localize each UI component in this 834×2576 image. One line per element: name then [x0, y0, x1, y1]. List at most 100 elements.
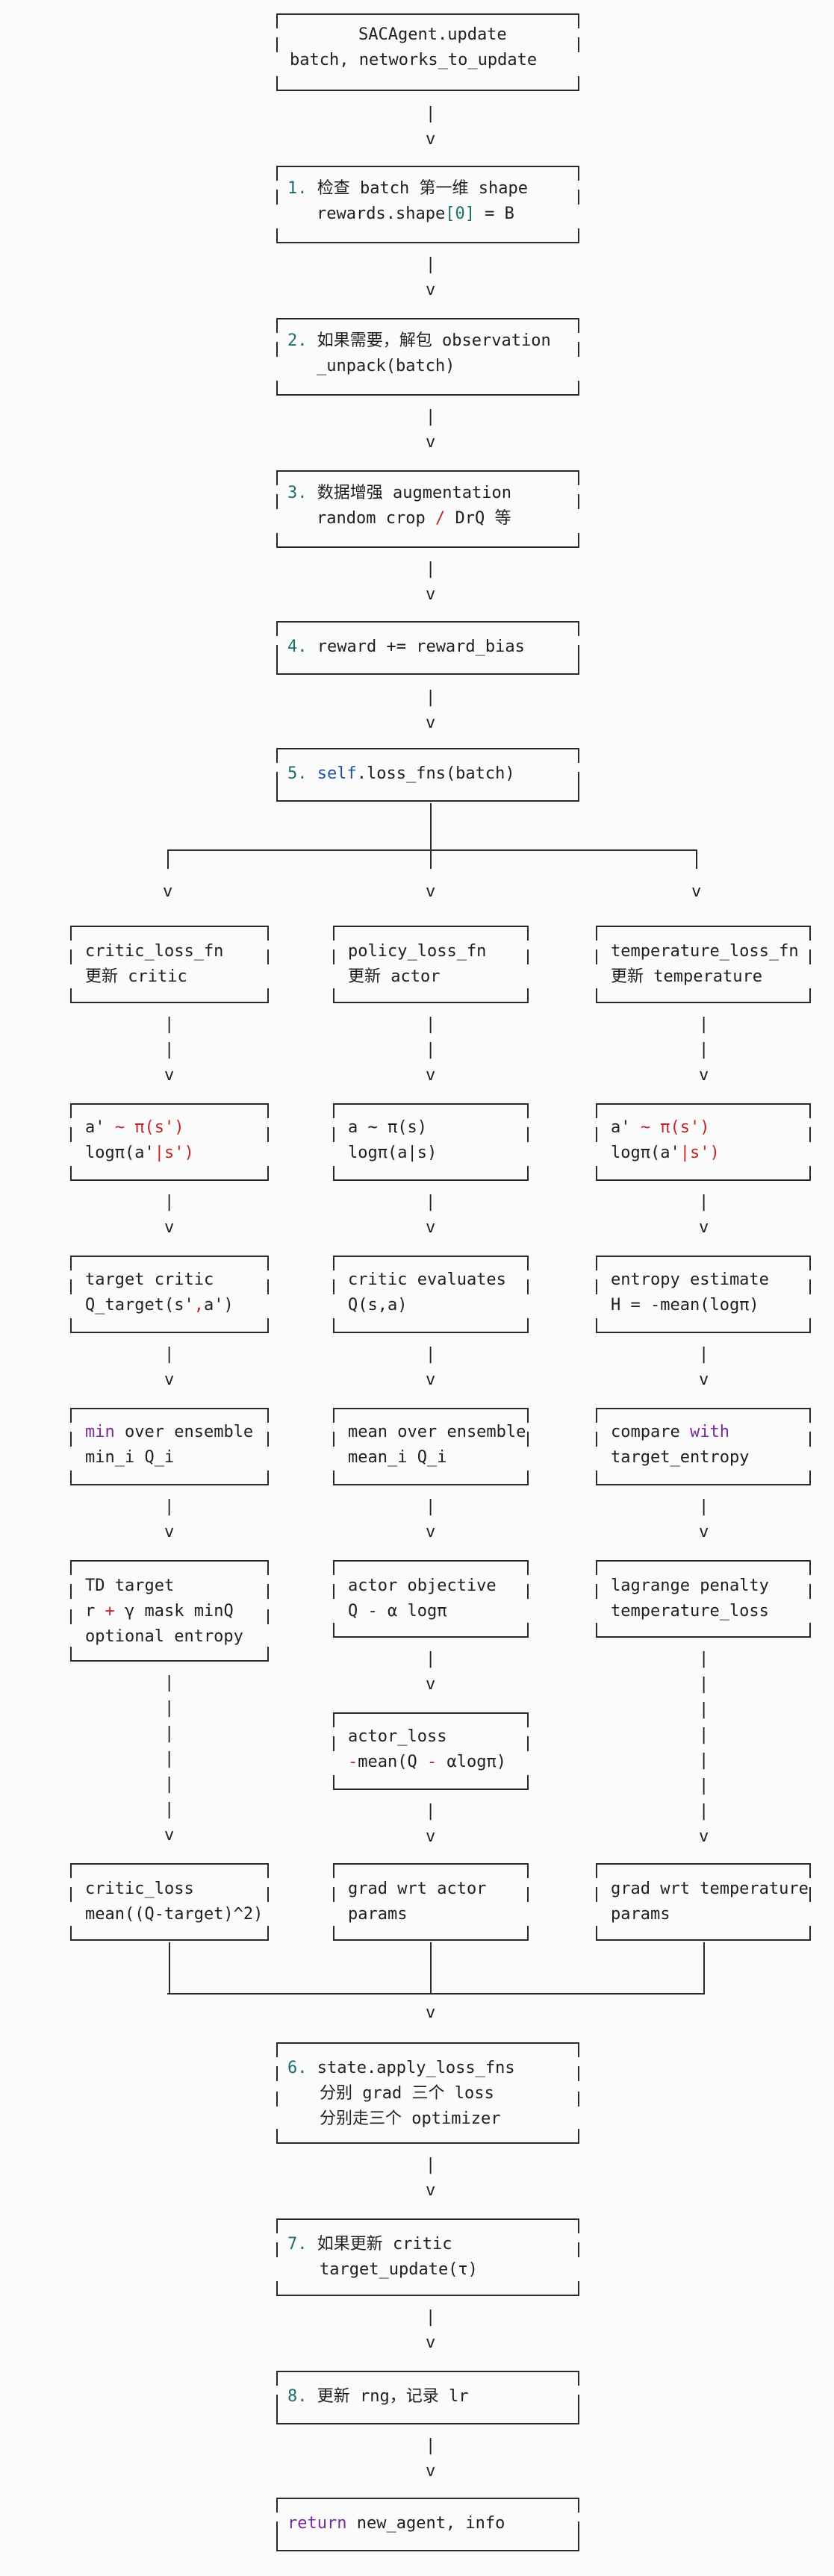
text-span: 第一维 [419, 179, 469, 198]
connector-1-bar: | [426, 255, 436, 274]
box-edge [596, 1256, 811, 1257]
box-edge [70, 1127, 72, 1142]
box-edge [276, 2042, 278, 2057]
box-edge [809, 1623, 811, 1638]
box-edge [333, 1636, 529, 1638]
box-edge [276, 2423, 579, 2424]
policy-mean-2: mean_i Q_i [348, 1445, 446, 1471]
box-edge [527, 1560, 529, 1575]
box-edge [596, 1256, 597, 1270]
box-edge [527, 1736, 529, 1751]
box-edge [596, 926, 597, 941]
box-edge [809, 1318, 811, 1333]
text-span: _unpack(batch) [317, 357, 455, 375]
policy-connector-5-arrow: v [426, 1675, 436, 1694]
box-edge [267, 1256, 269, 1270]
text-span: logπ(a' [85, 1144, 155, 1162]
box-edge [578, 748, 579, 763]
box-edge [527, 1471, 529, 1485]
text-span [308, 484, 317, 502]
text-span: 三个 [411, 2084, 445, 2103]
policy-connector-2-bar: | [426, 1193, 436, 1211]
box-edge [596, 1179, 811, 1181]
box-edge [596, 1408, 597, 1423]
policy-connector-2-arrow: v [426, 1218, 436, 1237]
text-span [308, 331, 317, 350]
text-span: 记录 [405, 2387, 439, 2406]
box-edge [276, 2522, 278, 2536]
box-edge [276, 800, 579, 802]
box-edge [596, 926, 811, 927]
box-edge [276, 318, 579, 319]
box-edge [596, 1432, 597, 1447]
box-edge [596, 1939, 811, 1941]
temperature-connector-5-bar: | [699, 1777, 709, 1795]
box-edge [578, 2371, 579, 2386]
text-span: 等 [494, 509, 511, 528]
box-edge [809, 1926, 811, 1941]
critic-head-2: 更新 critic [85, 964, 187, 990]
text-span: mean(Q [358, 1753, 427, 1771]
critic-td-1: TD target [85, 1574, 174, 1599]
temperature-compare-2: target_entropy [611, 1445, 749, 1471]
text-span: logπ(a|s) [348, 1144, 438, 1162]
text-span: 更新 [317, 2387, 350, 2406]
box-edge [333, 1166, 334, 1181]
split-drop [430, 849, 432, 869]
box-edge [578, 2281, 579, 2296]
box-edge [333, 1279, 334, 1294]
box-edge [276, 533, 278, 548]
text-span: entropy estimate [611, 1270, 769, 1289]
box-edge [276, 2371, 579, 2372]
text-span: + [105, 1602, 115, 1621]
connector-8-arrow: v [426, 2462, 436, 2480]
box-edge [70, 1660, 269, 1662]
text-span: a ~ π(s) [348, 1118, 427, 1137]
box-edge [276, 2129, 278, 2144]
box-edge [596, 949, 597, 964]
step-5-text: 5. self.loss_fns(batch) [287, 761, 515, 787]
box-edge [596, 1318, 597, 1333]
step-6-line-1: 6. state.apply_loss_fns [287, 2056, 515, 2081]
box-edge [276, 621, 579, 623]
box-edge [267, 1609, 269, 1624]
box-edge [70, 1471, 72, 1485]
box-edge [596, 1926, 597, 1941]
box-edge [527, 1863, 529, 1878]
text-span: target_entropy [611, 1448, 750, 1467]
box-edge [333, 1926, 334, 1941]
connector-8-bar: | [426, 2436, 436, 2455]
temperature-head-2: 更新 temperature [611, 964, 762, 990]
text-span: 更新 [85, 967, 119, 986]
box-edge [578, 2395, 579, 2410]
critic-loss-1: critic_loss [85, 1877, 194, 1902]
box-edge [276, 190, 278, 205]
text-span: TD target [85, 1577, 175, 1595]
box-edge [333, 1103, 334, 1118]
box-edge [578, 621, 579, 636]
text-span: 8. [287, 2387, 308, 2406]
text-span: rewards.shape [317, 205, 446, 223]
step-3-line-2: random crop / DrQ 等 [317, 506, 511, 531]
policy-critic-2: Q(s,a) [348, 1293, 407, 1318]
text-span: 1. [287, 179, 308, 198]
text-span: augmentation [382, 484, 511, 502]
policy-actor-loss-2: -mean(Q - αlogπ) [348, 1750, 506, 1775]
critic-sample-1: a' ~ π(s') [85, 1115, 184, 1141]
box-edge [578, 2129, 579, 2144]
box-edge [276, 2498, 579, 2499]
box-edge [809, 1560, 811, 1575]
connector-2-bar: | [426, 408, 436, 426]
box-edge [276, 2395, 278, 2410]
box-edge [578, 2498, 579, 2513]
policy-connector-3-bar: | [426, 1345, 436, 1364]
text-span: H = -mean(logπ) [611, 1296, 759, 1314]
box-edge [333, 1432, 334, 1447]
critic-td-3: optional entropy [85, 1624, 243, 1650]
box-edge [276, 228, 278, 243]
text-span: target critic [85, 1270, 214, 1289]
box-edge [276, 546, 579, 548]
connector-4-bar: | [426, 688, 436, 707]
split-bar [167, 849, 697, 851]
box-edge [70, 1887, 72, 1902]
